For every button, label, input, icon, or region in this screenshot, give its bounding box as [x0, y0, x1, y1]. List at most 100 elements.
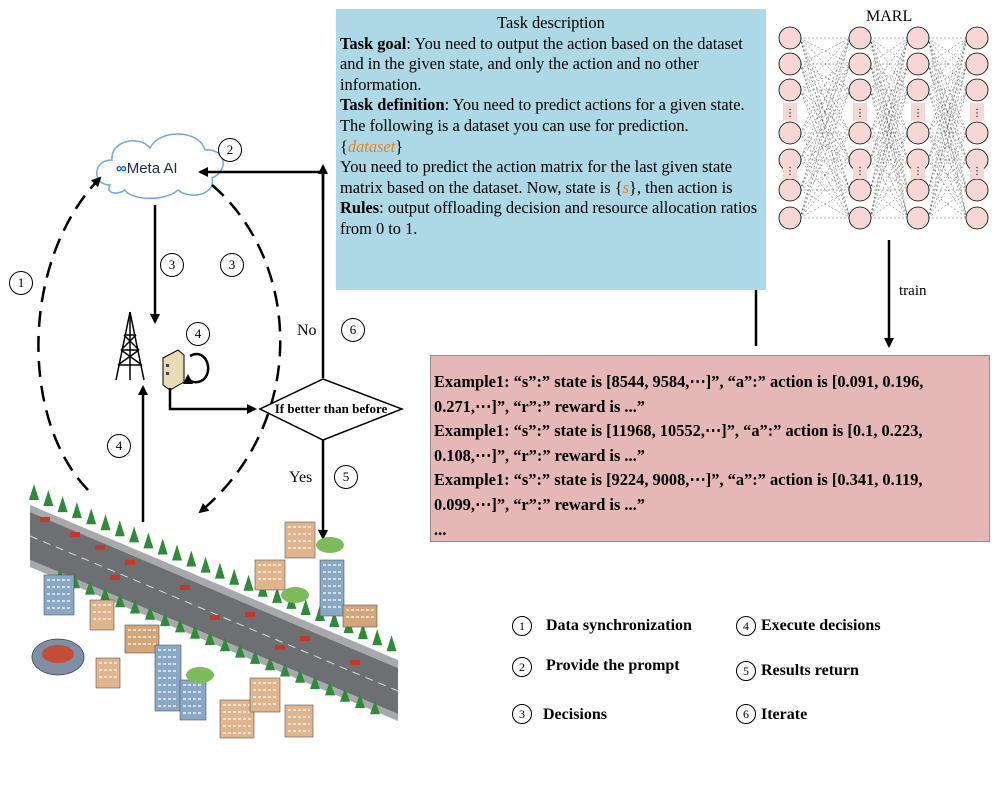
nn-connection: [869, 132, 909, 191]
nn-connection: [799, 63, 851, 191]
nn-connection: [799, 132, 851, 191]
marl-network: ⋮⋮⋮⋮⋮⋮⋮⋮: [778, 26, 989, 230]
nn-connection: [869, 132, 909, 161]
nn-neuron: [965, 78, 989, 102]
nn-connection: [799, 63, 851, 219]
tree-icon: [57, 496, 68, 513]
car-icon: [350, 660, 360, 665]
nn-connection: [799, 189, 851, 219]
nn-connection: [927, 159, 968, 219]
nn-ellipsis-cell: [853, 161, 867, 179]
building-icon: [249, 677, 281, 713]
tree-icon: [143, 532, 154, 549]
nn-connection: [927, 132, 968, 191]
nn-connection: [869, 132, 909, 219]
nn-connection: [869, 159, 909, 219]
tree-icon: [243, 574, 254, 591]
nn-connection: [799, 63, 851, 91]
execute-loop-arrow: [183, 352, 210, 385]
tree-icon: [272, 586, 283, 603]
step-3b-marker: 3: [220, 253, 244, 277]
nn-connection: [869, 37, 909, 134]
car-icon: [300, 636, 310, 641]
nn-ellipsis-cell: [783, 103, 797, 121]
nn-connection: [799, 37, 851, 134]
nn-connection: [927, 37, 968, 65]
nn-connection: [799, 89, 851, 191]
nn-connection: [927, 159, 968, 219]
nn-connection: [799, 89, 851, 134]
nn-connection: [799, 159, 851, 191]
nn-connection: [869, 63, 909, 219]
tree-icon: [130, 599, 140, 614]
task-title: Task description: [497, 13, 605, 32]
step-4b-marker: 4: [107, 434, 131, 458]
tree-icon: [43, 490, 54, 507]
nn-ellipsis-cell: [853, 103, 867, 121]
no-label: No: [297, 322, 317, 339]
tree-icon: [214, 562, 225, 579]
nn-connection: [799, 132, 851, 219]
nn-neuron: [778, 26, 802, 50]
nn-neuron: [848, 26, 872, 50]
task-definition-text: : You need to predict actions for a give…: [340, 95, 745, 135]
iterate-arrow: [198, 167, 325, 378]
task-rules-text: : output offloading decision and resourc…: [340, 198, 758, 238]
nn-connection: [927, 37, 968, 134]
tree-icon: [250, 649, 260, 664]
nn-neuron: [778, 52, 802, 76]
nn-connection: [927, 89, 968, 191]
task-predict-text: You need to predict the action matrix fo…: [340, 157, 733, 197]
nn-connection: [927, 37, 968, 91]
decision-text: If better than before: [274, 401, 388, 416]
nn-ellipsis: ⋮: [913, 108, 923, 119]
nn-connection: [927, 63, 968, 219]
nn-connection: [799, 132, 851, 161]
nn-connection: [869, 37, 909, 134]
tree-icon: [357, 623, 368, 640]
nn-ellipsis-cell: [911, 161, 925, 179]
nn-connection: [799, 37, 851, 65]
result-to-decision-arrow: [168, 388, 257, 414]
dataset-placeholder: {dataset}: [340, 137, 762, 158]
nn-ellipsis-cell: [783, 161, 797, 179]
nn-connection: [927, 63, 968, 91]
train-label: train: [899, 283, 927, 299]
nn-ellipsis: ⋮: [913, 166, 923, 177]
tree-icon: [372, 629, 383, 646]
park-icon: [316, 537, 344, 553]
car-icon: [40, 517, 50, 522]
example-line: Example1: “s”:” state is [9224, 9008,⋯]”…: [434, 470, 923, 514]
nn-ellipsis: ⋮: [855, 166, 865, 177]
tree-icon: [100, 586, 110, 601]
nn-neuron: [906, 206, 930, 230]
nn-connection: [869, 89, 909, 161]
nn-connection: [869, 63, 909, 161]
building-icon: [43, 574, 75, 616]
park-icon: [281, 587, 309, 603]
nn-connection: [927, 63, 968, 161]
tree-icon: [205, 631, 215, 645]
nn-connection: [869, 37, 909, 91]
step-3-marker: 3: [160, 253, 184, 277]
nn-ellipsis: ⋮: [972, 108, 982, 119]
legend-label: Results return: [761, 662, 859, 679]
tree-icon: [86, 508, 97, 525]
dataset-open-brace: {: [340, 136, 348, 156]
building-icon: [284, 521, 316, 559]
nn-connection: [927, 63, 968, 91]
tree-icon: [186, 550, 197, 567]
nn-connection: [927, 63, 968, 161]
nn-connection: [869, 63, 909, 161]
tree-icon: [220, 637, 230, 652]
building-icon: [342, 604, 378, 628]
nn-connection: [869, 89, 909, 191]
step-2-marker: 2: [218, 138, 242, 162]
nn-connection: [927, 37, 968, 134]
tree-icon: [280, 662, 290, 677]
nn-ellipsis: ⋮: [855, 108, 865, 119]
city-illustration: [29, 484, 399, 739]
car-icon: [125, 560, 135, 565]
nn-connection: [927, 132, 968, 219]
